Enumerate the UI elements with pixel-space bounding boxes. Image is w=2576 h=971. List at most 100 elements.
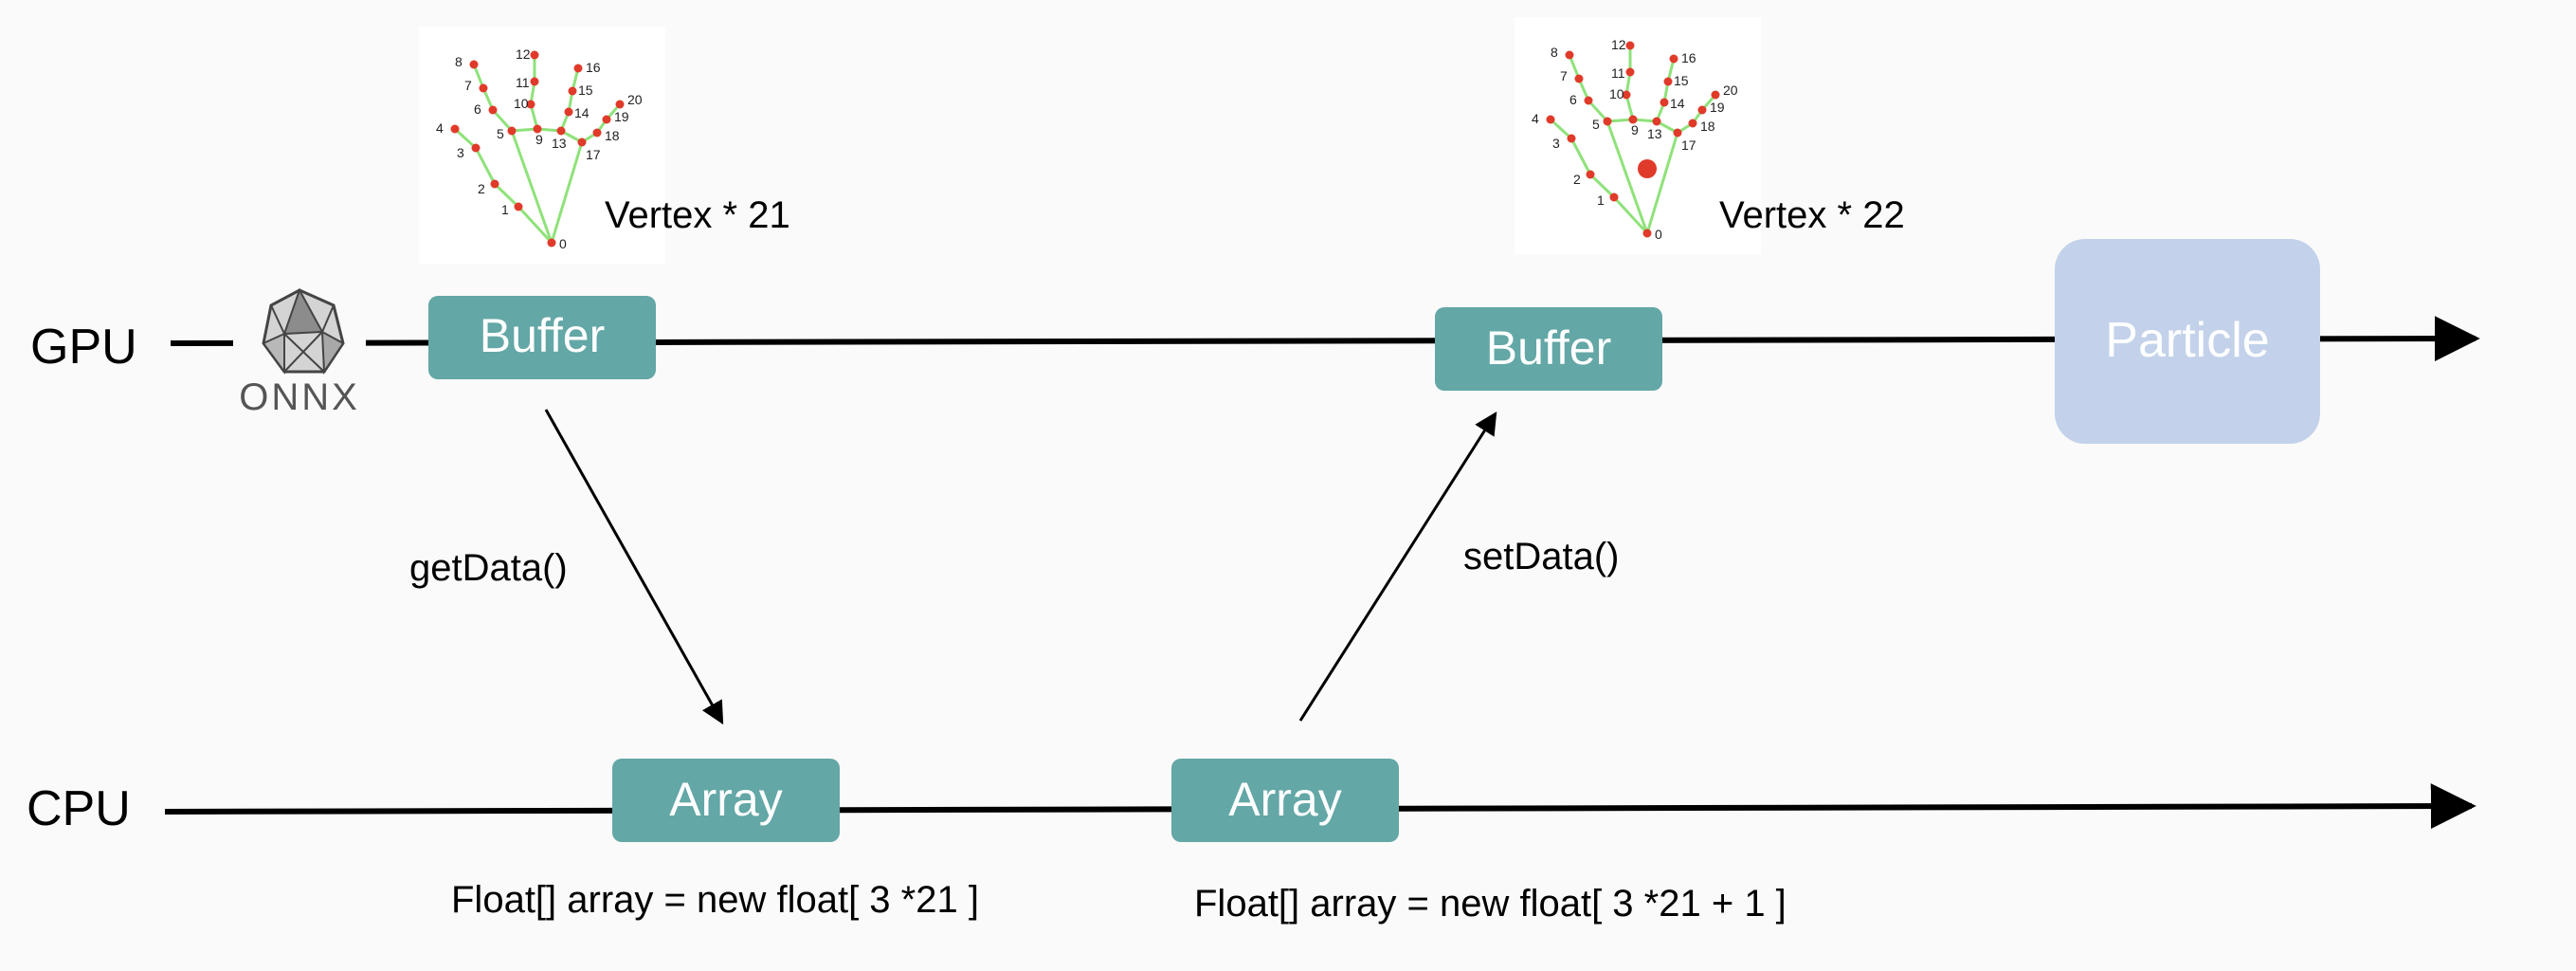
get-data-label: getData() — [409, 547, 568, 589]
hand-landmark-label: 0 — [559, 236, 567, 251]
cpu-array-node-1[interactable]: Array — [612, 759, 840, 842]
hand-landmark-label: 16 — [586, 60, 601, 75]
hand-landmark-label: 1 — [1597, 192, 1605, 208]
hand-landmark-point — [556, 126, 566, 136]
hand-landmark-point — [490, 179, 499, 189]
hand-landmark-label: 11 — [516, 75, 530, 90]
hand-landmark-label: 2 — [1573, 172, 1581, 187]
hand-landmark-label: 15 — [1674, 73, 1689, 88]
hand-bone — [1606, 118, 1634, 123]
hand-landmark-label: 14 — [574, 105, 590, 120]
hand-landmark-point — [1546, 115, 1555, 124]
hand-landmark-point — [592, 128, 602, 137]
hand-landmark-label: 12 — [516, 46, 531, 62]
gpu-buffer-node-1[interactable]: Buffer — [428, 296, 656, 379]
hand-landmark-label: 8 — [1551, 45, 1558, 60]
hand-image-background — [1515, 17, 1761, 254]
hand-landmark-label: 8 — [455, 54, 463, 69]
particle-node[interactable]: Particle — [2055, 239, 2320, 444]
hand-landmark-point — [577, 137, 587, 147]
hand-landmark-label: 11 — [1611, 65, 1625, 81]
hand-landmark-label: 7 — [464, 78, 472, 93]
hand-landmark-point — [615, 100, 625, 109]
hand-landmark-point — [533, 124, 542, 134]
hand-landmark-point — [450, 124, 460, 134]
hand-landmark-point — [1711, 90, 1720, 100]
hand-landmark-label: 20 — [627, 92, 643, 107]
hand-landmark-point — [1697, 105, 1707, 115]
gpu-buffer-2-label: Buffer — [1486, 321, 1612, 375]
hand-landmark-label: 14 — [1670, 96, 1685, 111]
cpu-array-node-2[interactable]: Array — [1171, 759, 1399, 842]
hand-landmark-label: 4 — [436, 120, 444, 136]
set-data-label: setData() — [1463, 536, 1620, 577]
gpu-buffer-node-2[interactable]: Buffer — [1435, 307, 1662, 391]
hand-landmark-label: 2 — [478, 181, 485, 196]
hand-extra-vertex-point — [1638, 159, 1657, 178]
hand-landmark-point — [1625, 41, 1635, 50]
particle-label: Particle — [2105, 313, 2269, 368]
hand-bone — [491, 108, 514, 133]
get-data-arrow — [544, 409, 724, 725]
hand-landmark-point — [1628, 115, 1638, 124]
hand-bone — [453, 127, 478, 150]
hand-landmark-label: 19 — [1710, 100, 1725, 115]
hand-landmark-label: 19 — [614, 109, 629, 124]
hand-landmark-point — [1603, 117, 1612, 126]
hand-image-background — [419, 27, 665, 264]
hand-landmark-label: 9 — [1631, 122, 1639, 137]
onnx-logo: ONNX — [233, 281, 366, 418]
hand-landmark-point — [573, 64, 583, 73]
hand-landmark-point — [1688, 119, 1697, 128]
hand-landmark-point — [469, 60, 479, 69]
array-22-code: Float[] array = new float[ 3 *21 + 1 ] — [1194, 883, 1787, 925]
cpu-lane-label: CPU — [27, 781, 131, 836]
set-data-arrow — [1298, 411, 1497, 722]
hand-landmark-point — [514, 202, 523, 211]
hand-landmark-label: 0 — [1655, 227, 1662, 242]
hand-landmark-point — [1567, 134, 1576, 143]
hand-bone — [1569, 137, 1592, 175]
hand-bone — [517, 205, 553, 245]
hand-landmark-point — [568, 86, 577, 96]
vertex-21-caption: Vertex * 21 — [605, 194, 790, 236]
hand-landmark-label: 5 — [1592, 117, 1600, 132]
hand-landmark-label: 1 — [501, 202, 509, 217]
hand-landmark-label: 7 — [1560, 68, 1568, 83]
hand-landmark-point — [547, 238, 556, 247]
hand-landmark-label: 6 — [1569, 92, 1577, 107]
hand-landmark-point — [564, 107, 573, 117]
hand-landmark-label: 5 — [497, 126, 504, 141]
hand-landmark-label: 4 — [1532, 111, 1539, 126]
hand-bone — [1612, 195, 1649, 235]
hand-landmark-label: 9 — [535, 132, 543, 147]
hand-bone — [1588, 173, 1616, 199]
hand-bone — [1549, 118, 1573, 140]
hand-landmark-label: 15 — [578, 82, 593, 98]
hand-landmark-label: 16 — [1681, 50, 1696, 65]
hand-landmark-label: 10 — [514, 96, 529, 111]
hand-landmark-label: 13 — [552, 136, 567, 151]
cpu-array-1-label: Array — [669, 773, 782, 826]
hand-landmark-point — [1669, 54, 1678, 64]
hand-landmark-point — [602, 115, 611, 124]
hand-landmark-point — [1565, 50, 1574, 60]
hand-landmark-point — [1652, 117, 1661, 126]
hand-landmark-point — [507, 126, 517, 136]
hand-landmark-label: 10 — [1609, 86, 1624, 101]
hand-landmark-label: 17 — [586, 147, 601, 162]
hand-landmark-label: 20 — [1723, 82, 1738, 98]
hand-landmark-point — [1660, 98, 1669, 107]
hand-landmark-label: 13 — [1647, 126, 1662, 141]
hand-bone — [1605, 120, 1649, 234]
vertex-22-caption: Vertex * 22 — [1719, 194, 1905, 236]
hand-landmark-label: 12 — [1611, 37, 1626, 52]
hand-bone — [510, 130, 553, 244]
gpu-buffer-1-label: Buffer — [480, 309, 606, 362]
hand-landmark-point — [530, 77, 539, 86]
cpu-array-2-label: Array — [1228, 773, 1341, 826]
hand-bone — [1587, 99, 1609, 123]
